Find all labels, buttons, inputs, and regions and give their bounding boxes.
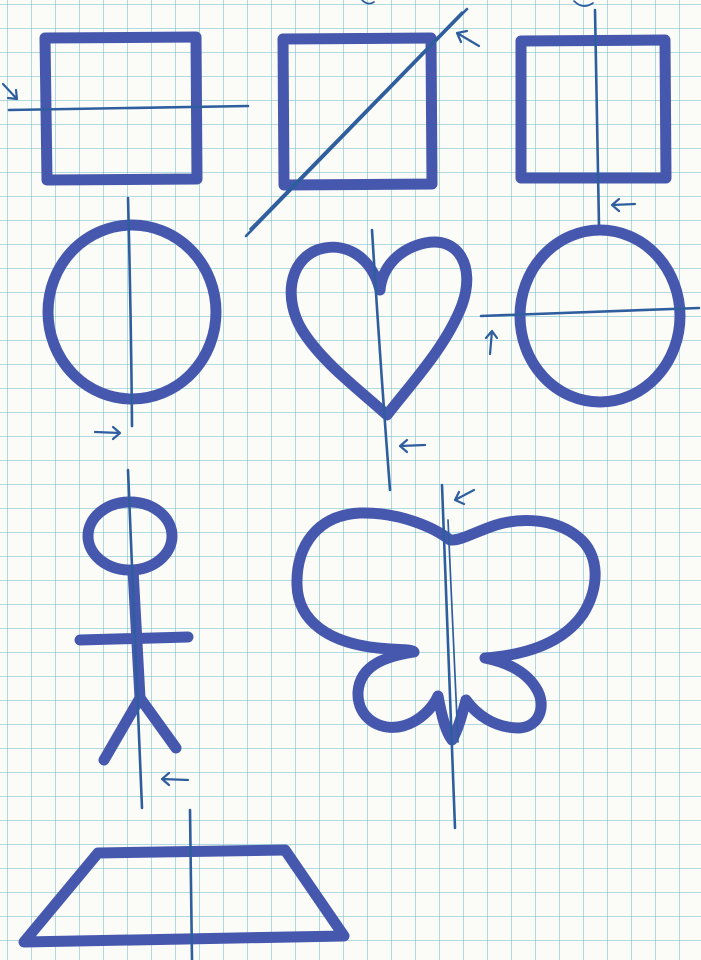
square-shape [283,38,432,185]
figure-butterfly-vertical-line [297,485,595,828]
trapezoid-shape [24,850,344,942]
figure-square-diagonal-line [246,9,479,236]
figure-square-horizontal-line [3,37,248,180]
arrow-icon [95,427,120,439]
figure-heart-vertical-line [291,230,467,490]
circle-shape [520,230,680,402]
butterfly-shape [297,513,595,740]
arrow-icon [486,331,497,354]
stray-pen-mark [362,0,374,4]
arrow-icon [612,199,635,211]
figure-square-vertical-line [521,10,666,226]
symmetry-line-horizontal [481,308,699,316]
square-shape [521,40,666,178]
arrow-icon [400,440,425,452]
arrow-icon [455,490,474,504]
figure-trapezoid-vertical-line [24,810,344,960]
arrow-icon [162,773,188,785]
figure-circle-vertical-line [48,198,216,439]
figure-circle-horizontal-line [481,230,699,402]
symmetry-line-vertical [128,198,132,426]
figure-stick-person-vertical-line [80,470,188,808]
arrow-icon [3,84,17,99]
stray-pen-mark [574,1,593,6]
arrow-icon [457,31,479,46]
